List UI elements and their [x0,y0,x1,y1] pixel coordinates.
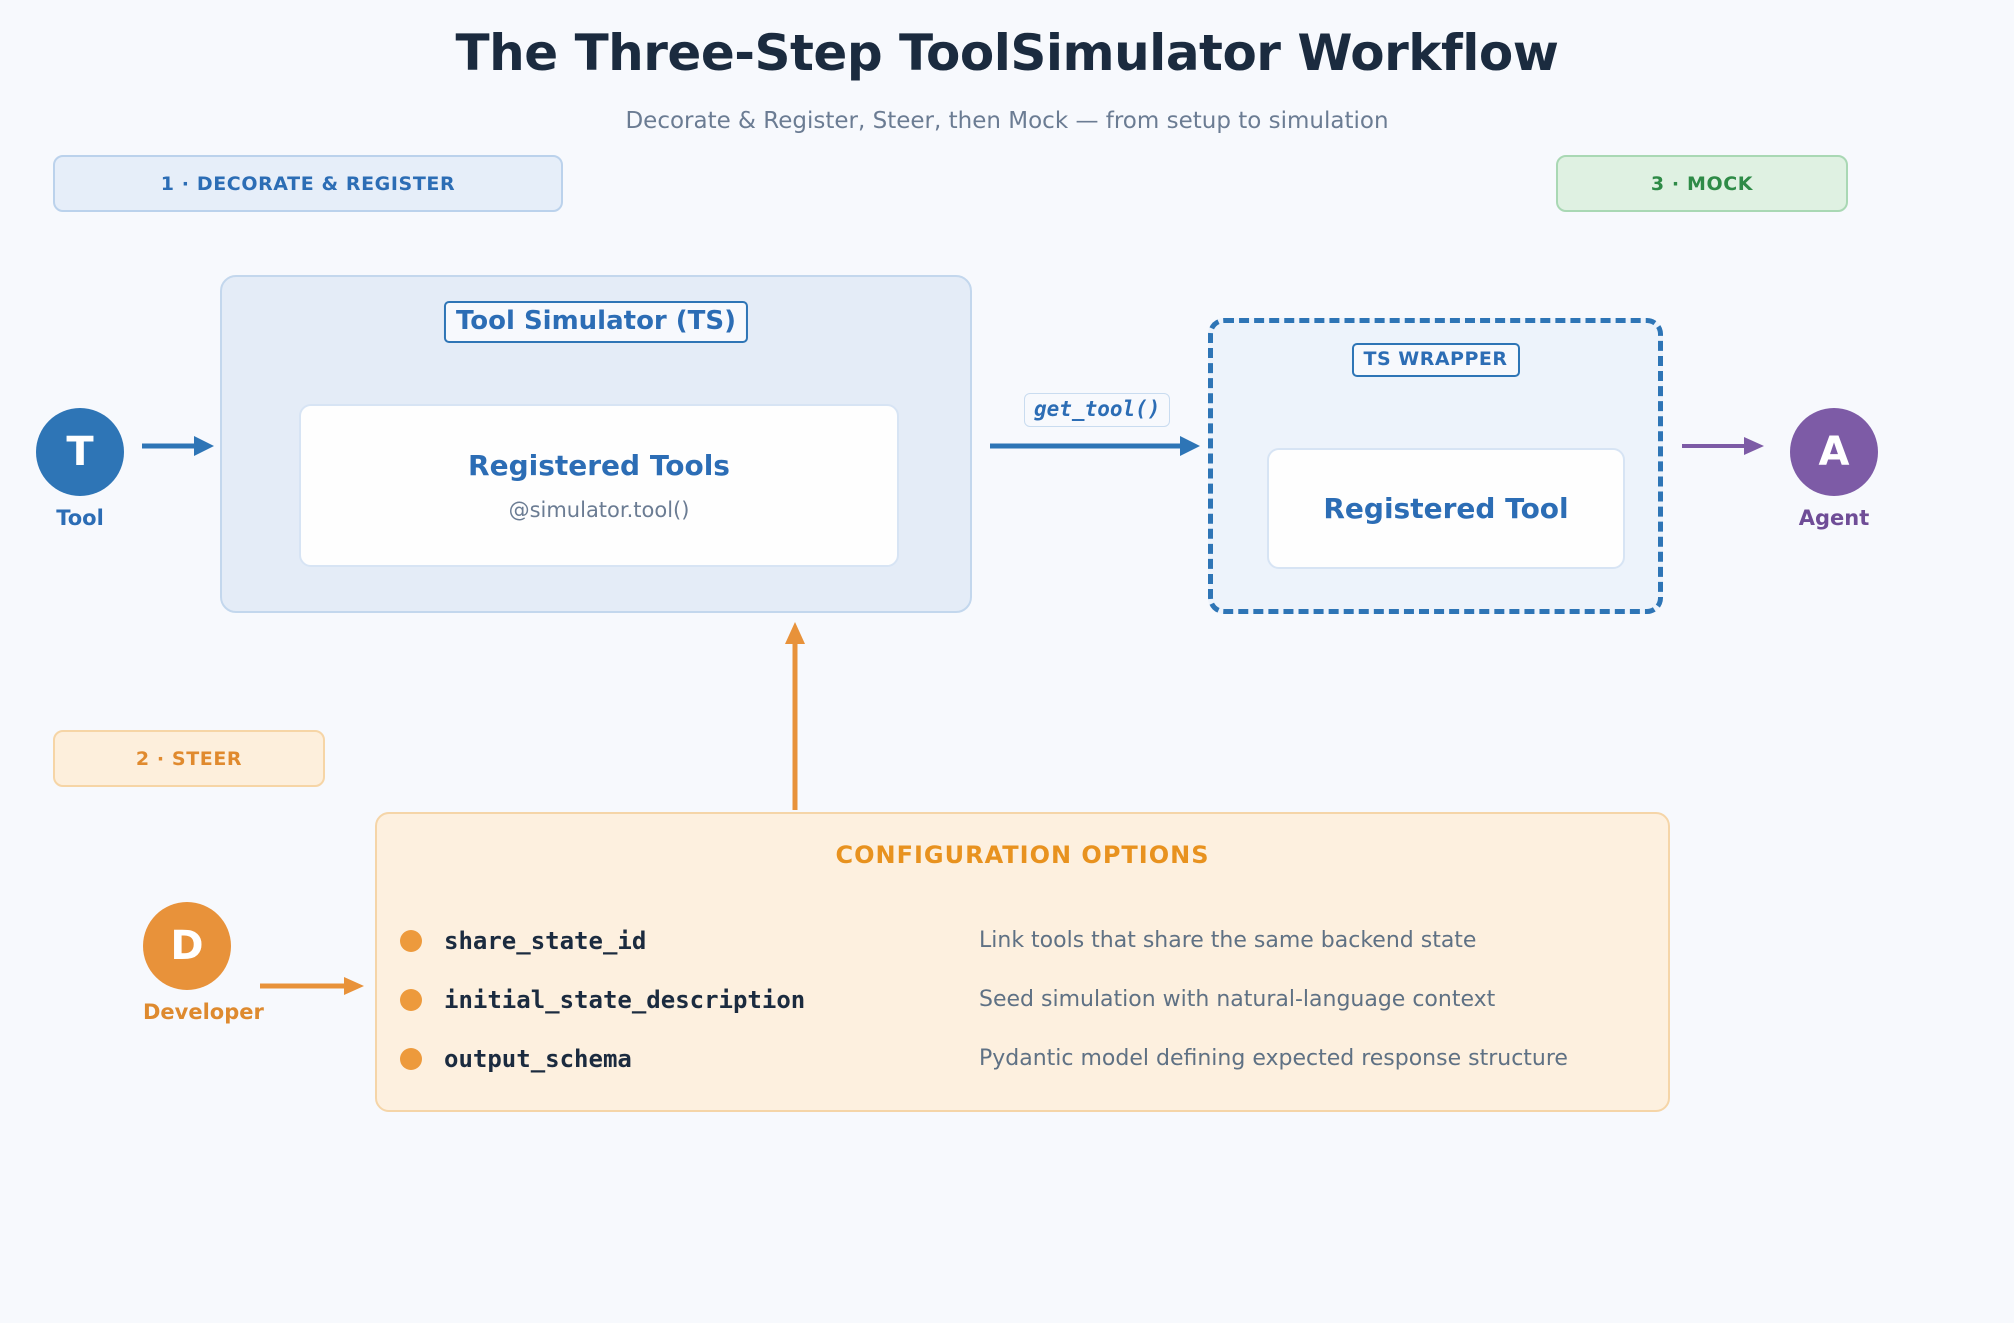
bullet-icon [400,988,422,1011]
config-option-description: Pydantic model defining expected respons… [979,1046,1568,1071]
registered-tool-heading: Registered Tool [1323,492,1569,525]
config-option-description: Link tools that share the same backend s… [979,928,1477,953]
actor-agent[interactable]: A Agent [1790,408,1878,530]
registered-tools-decorator: @simulator.tool() [508,498,690,522]
ts-wrapper-title: TS WRAPPER [1351,343,1520,377]
arrow-tool-to-simulator [142,436,214,456]
config-option-row[interactable]: output_schema Pydantic model defining ex… [377,1029,1668,1088]
registered-tools-card[interactable]: Registered Tools @simulator.tool() [299,404,899,567]
step-badge-mock[interactable]: 3 · MOCK [1556,155,1848,212]
actor-tool-avatar: T [36,408,124,496]
actor-developer-label: Developer [143,1000,264,1024]
actor-agent-label: Agent [1798,506,1870,530]
registered-tools-heading: Registered Tools [468,449,730,482]
get-tool-call-label: get_tool() [1024,393,1171,427]
config-option-row[interactable]: initial_state_description Seed simulatio… [377,970,1668,1029]
config-option-key: initial_state_description [444,985,806,1014]
step-badge-decorate-register[interactable]: 1 · DECORATE & REGISTER [53,155,563,212]
arrow-config-to-simulator [785,622,805,810]
configuration-options-panel: CONFIGURATION OPTIONS share_state_id Lin… [375,812,1670,1112]
registered-tool-card[interactable]: Registered Tool [1267,448,1625,569]
step-badge-steer[interactable]: 2 · STEER [53,730,325,787]
actor-tool-label: Tool [56,506,104,530]
arrow-wrapper-to-agent [1682,437,1764,455]
actor-tool[interactable]: T Tool [36,408,124,530]
page-title: The Three-Step ToolSimulator Workflow [455,24,1559,82]
bullet-icon [400,1047,422,1070]
configuration-options-title: CONFIGURATION OPTIONS [835,841,1210,869]
config-option-description: Seed simulation with natural-language co… [979,987,1496,1012]
actor-developer-avatar: D [143,902,231,990]
config-option-row[interactable]: share_state_id Link tools that share the… [377,911,1668,970]
actor-agent-avatar: A [1790,408,1878,496]
config-option-key: output_schema [444,1044,632,1073]
configuration-options-list: share_state_id Link tools that share the… [377,911,1668,1088]
arrow-developer-to-config [260,977,364,995]
config-option-key: share_state_id [444,926,647,955]
arrow-simulator-to-wrapper [990,436,1200,456]
page-subtitle: Decorate & Register, Steer, then Mock — … [625,108,1389,134]
bullet-icon [400,929,422,952]
tool-simulator-title: Tool Simulator (TS) [443,301,749,343]
actor-developer[interactable]: D Developer [143,902,264,1024]
